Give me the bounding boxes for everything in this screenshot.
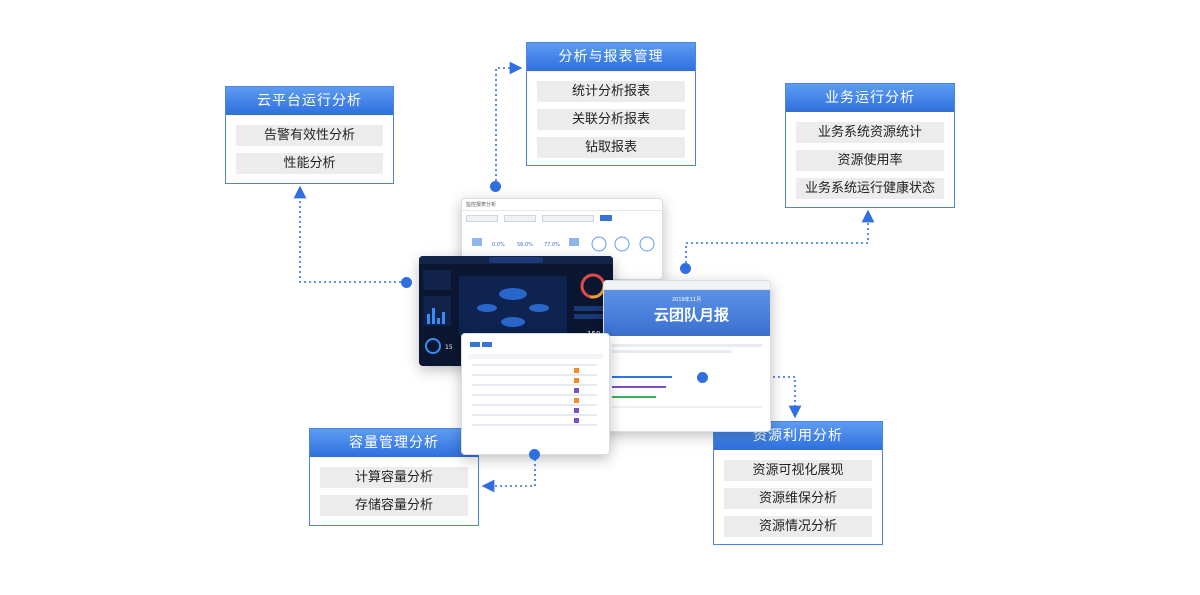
screen-monthly-report: 2019年11月 云团队月报 <box>603 280 771 432</box>
card-item: 统计分析报表 <box>537 81 685 102</box>
card-business-ops: 业务运行分析 业务系统资源统计 资源使用率 业务系统运行健康状态 <box>785 83 955 208</box>
link-cloud-platform <box>293 185 406 283</box>
connector-dot-business <box>680 263 691 274</box>
card-title: 云平台运行分析 <box>226 87 393 115</box>
card-item: 关联分析报表 <box>537 109 685 130</box>
dark-dashboard-graphics: 158 15 <box>419 256 613 354</box>
link-analysis-report <box>495 61 523 186</box>
svg-text:0.0%: 0.0% <box>492 242 505 248</box>
screen-table <box>461 333 610 455</box>
card-item: 业务系统资源统计 <box>796 122 944 143</box>
report-lines <box>612 344 762 408</box>
card-item: 性能分析 <box>236 153 383 174</box>
connector-dot-analysis <box>490 181 501 192</box>
link-capacity <box>481 454 536 493</box>
table-graphics <box>468 342 603 426</box>
card-item: 业务系统运行健康状态 <box>796 178 944 199</box>
card-item: 计算容量分析 <box>320 467 468 488</box>
card-item: 资源维保分析 <box>724 488 872 509</box>
link-business-ops <box>685 209 875 268</box>
report-widgets: 0.0% 56.0% 77.0% <box>472 236 655 252</box>
card-item: 资源可视化展现 <box>724 460 872 481</box>
svg-text:77.0%: 77.0% <box>544 242 560 248</box>
card-title: 容量管理分析 <box>310 429 478 457</box>
svg-text:56.0%: 56.0% <box>517 242 533 248</box>
news-subtitle: 2019年11月 <box>672 297 702 303</box>
card-item: 告警有效性分析 <box>236 125 383 146</box>
card-title: 业务运行分析 <box>786 84 954 112</box>
card-item: 钻取报表 <box>537 137 685 158</box>
card-analysis-report: 分析与报表管理 统计分析报表 关联分析报表 钻取报表 <box>526 42 696 166</box>
card-title: 分析与报表管理 <box>527 43 695 71</box>
connector-dot-resource <box>697 372 708 383</box>
card-item: 资源情况分析 <box>724 516 872 537</box>
news-banner: 2019年11月 云团队月报 <box>604 290 770 336</box>
connector-dot-cloud <box>401 277 412 288</box>
card-capacity: 容量管理分析 计算容量分析 存储容量分析 <box>309 428 479 526</box>
news-title: 云团队月报 <box>654 306 730 324</box>
card-cloud-platform: 云平台运行分析 告警有效性分析 性能分析 <box>225 86 394 184</box>
dark-value-1: 15 <box>445 344 453 351</box>
connector-dot-capacity <box>529 449 540 460</box>
card-resource-use: 资源利用分析 资源可视化展现 资源维保分析 资源情况分析 <box>713 421 883 545</box>
screen-title: 监控报表分析 <box>462 199 662 211</box>
card-item: 资源使用率 <box>796 150 944 171</box>
card-item: 存储容量分析 <box>320 495 468 516</box>
